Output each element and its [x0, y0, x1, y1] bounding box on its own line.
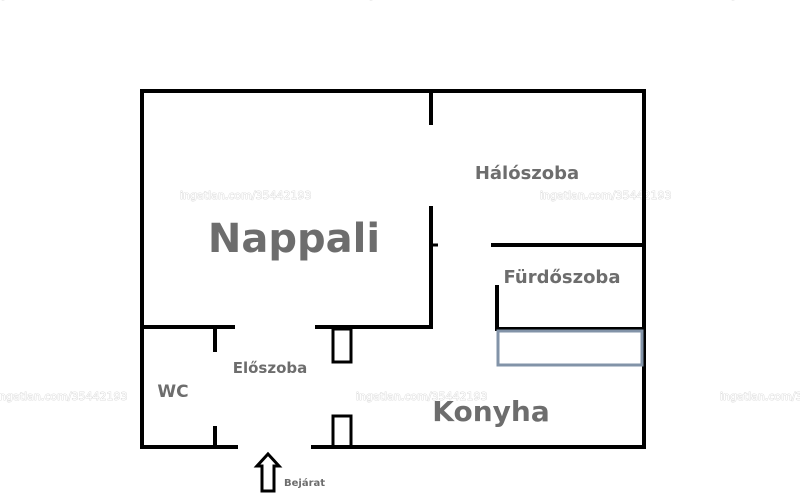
exterior-walls [140, 89, 646, 449]
room-label-haloszoba: Hálószoba [475, 163, 579, 184]
room-labels: Nappali Hálószoba Fürdőszoba Előszoba WC… [157, 163, 620, 428]
room-label-wc: WC [157, 382, 188, 402]
interior-walls [140, 89, 646, 449]
watermark-top-left: ingatlan.com/35442193 [0, 0, 122, 1]
room-label-eloszoba: Előszoba [233, 359, 308, 377]
pillar-upper [331, 327, 353, 364]
entrance: Bejárat [253, 451, 325, 493]
kitchen-counter [496, 329, 644, 367]
watermark-right: ingatlan.com/35442193 [720, 390, 800, 403]
watermark-top-right: ingatlan.com/35442193 [720, 0, 800, 1]
watermark-top-center: ingatlan.com/35442193 [358, 0, 490, 1]
entrance-label: Bejárat [284, 477, 325, 489]
watermarks: ingatlan.com/35442193 ingatlan.com/35442… [0, 0, 800, 403]
watermark-haloszoba: ingatlan.com/35442193 [540, 189, 672, 202]
watermark-left: ingatlan.com/35442193 [0, 390, 128, 403]
pillars [331, 327, 353, 449]
watermark-nappali: ingatlan.com/35442193 [180, 189, 312, 202]
up-arrow-icon [253, 451, 283, 493]
watermark-center: ingatlan.com/35442193 [356, 390, 488, 403]
room-label-nappali: Nappali [208, 216, 380, 262]
pillar-lower [331, 414, 353, 449]
room-label-konyha: Konyha [432, 395, 549, 428]
room-label-furdoszoba: Fürdőszoba [504, 267, 621, 288]
